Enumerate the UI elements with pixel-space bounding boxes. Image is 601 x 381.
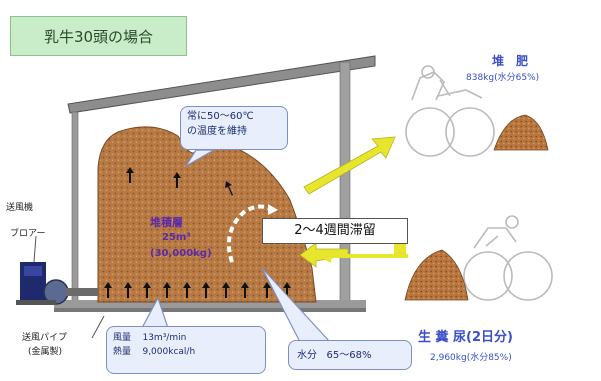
- blower-label: ブロアー: [10, 229, 46, 239]
- blower-unit: [16, 262, 98, 305]
- moisture-callout: 水分 65～68%: [288, 340, 412, 370]
- compost-detail: 838kg(水分65%): [466, 73, 540, 83]
- blower-top-label: 送風機: [6, 203, 34, 213]
- compost-label: 堆 肥: [492, 54, 529, 68]
- moisture-label: 水分: [297, 350, 317, 361]
- input-label: 生 糞 尿(2日分): [418, 330, 513, 345]
- heat-label: 熱量: [113, 347, 132, 357]
- tractor-compost: [405, 65, 495, 157]
- title-box: 乳牛30頭の場合: [10, 16, 187, 56]
- pile-weight: (30,000kg): [150, 248, 212, 259]
- pile-volume: 25m³: [162, 232, 191, 243]
- pile-name: 堆積層: [150, 216, 183, 229]
- title: 乳牛30頭の場合: [43, 27, 154, 46]
- input-marker: [394, 244, 406, 258]
- temperature-line2: の温度を維持: [187, 126, 247, 137]
- input-heap: [404, 249, 469, 301]
- air-callout: 風量 13m³/min 熱量 9,000kcal/h: [106, 326, 266, 374]
- flow-arrows: [299, 136, 408, 268]
- input-detail: 2,960kg(水分85%): [430, 353, 512, 363]
- airflow-label: 風量: [113, 333, 132, 343]
- blower-pointer: [33, 235, 37, 263]
- shed-structure: [54, 55, 376, 312]
- temperature-callout: 常に50～60℃ の温度を維持: [180, 106, 288, 150]
- tractor-input: [463, 215, 553, 301]
- pipe-pointer: [91, 315, 105, 339]
- moisture-value: 65～68%: [326, 350, 372, 361]
- retention-label: 2～4週間滞留: [262, 218, 408, 244]
- heat-value: 9,000kcal/h: [142, 347, 196, 357]
- circulation-arrow: [227, 204, 274, 263]
- pipe-label-line2: (金属製): [28, 347, 63, 357]
- callout-pointer-temp: [185, 149, 217, 167]
- airflow-arrows: [104, 167, 291, 298]
- compost-heap-right: [493, 114, 549, 151]
- airflow-value: 13m³/min: [142, 333, 187, 343]
- circulation-arrowhead: [268, 204, 278, 215]
- temperature-line1: 常に50～60℃: [187, 111, 254, 122]
- pipe-label-line1: 送風パイプ: [22, 333, 68, 343]
